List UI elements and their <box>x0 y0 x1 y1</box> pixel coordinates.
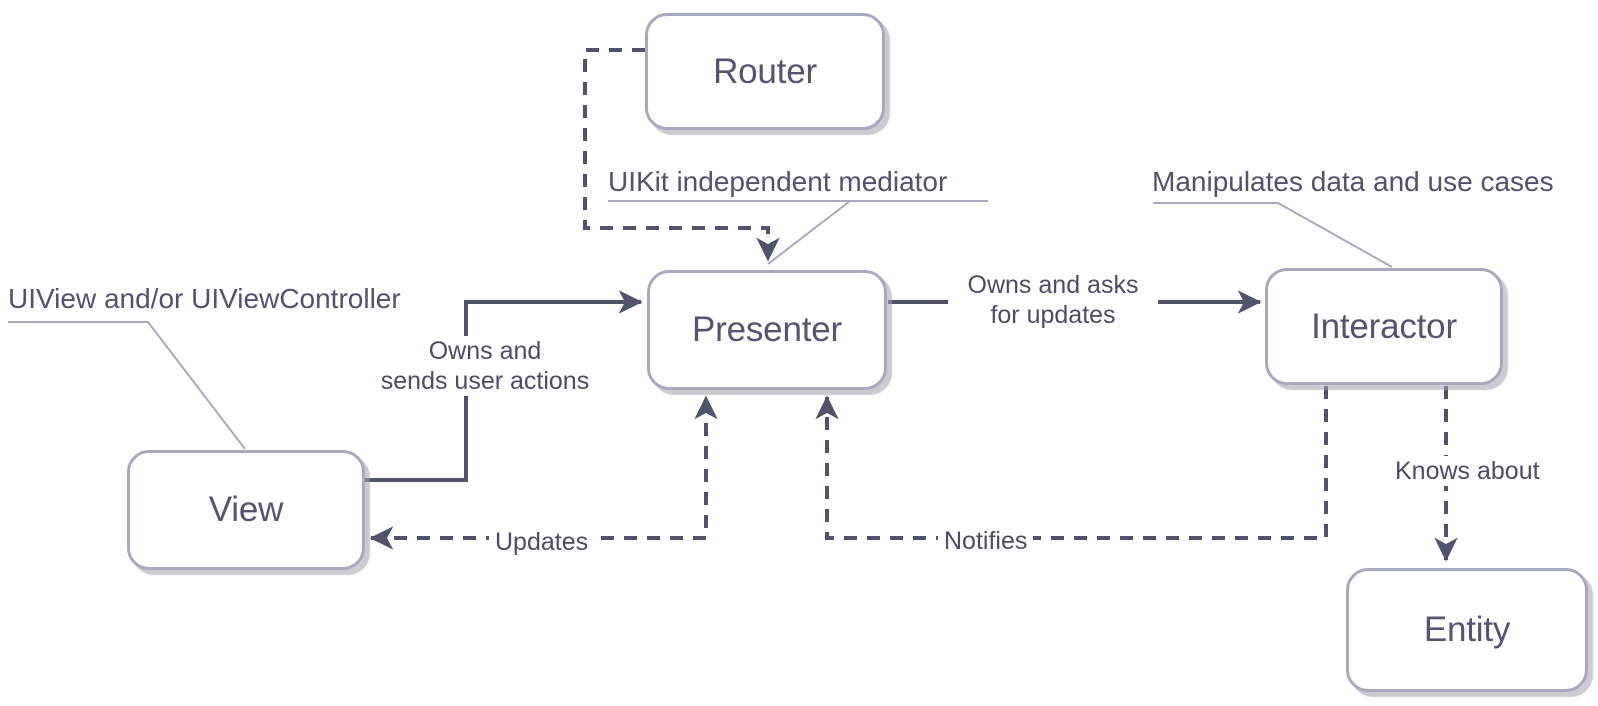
annotation-interactor-note: Manipulates data and use cases <box>1152 166 1554 197</box>
edge-interactor-presenter-notifies <box>815 386 1328 540</box>
node-router-label: Router <box>713 51 817 91</box>
annotation-presenter-note: UIKit independent mediator <box>608 166 948 197</box>
edge-presenter-view-updates <box>369 395 718 550</box>
callout-line-presenter-note <box>608 200 988 265</box>
callout-line-view-note <box>8 321 246 450</box>
node-entity: Entity <box>1346 568 1588 692</box>
edge-label-knows-about: Knows about <box>1389 456 1546 486</box>
annotation-view-note: UIView and/or UIViewController <box>8 283 401 314</box>
node-interactor: Interactor <box>1265 268 1503 385</box>
node-presenter-label: Presenter <box>692 310 842 349</box>
edge-label-owns-asks-for-updates: Owns and asks for updates <box>948 270 1158 330</box>
edge-label-updates: Updates <box>489 527 595 557</box>
node-view: View <box>127 450 365 570</box>
edge-label-notifies: Notifies <box>938 526 1034 556</box>
node-entity-label: Entity <box>1423 610 1511 649</box>
edge-label-owns-sends-user-actions: Owns and sends user actions <box>368 336 602 396</box>
edge-router-presenter <box>583 48 780 262</box>
callout-line-interactor-note <box>1153 202 1393 268</box>
node-view-label: View <box>208 490 284 529</box>
node-interactor-label: Interactor <box>1311 306 1457 346</box>
node-presenter: Presenter <box>647 270 887 390</box>
node-router: Router <box>645 13 885 130</box>
